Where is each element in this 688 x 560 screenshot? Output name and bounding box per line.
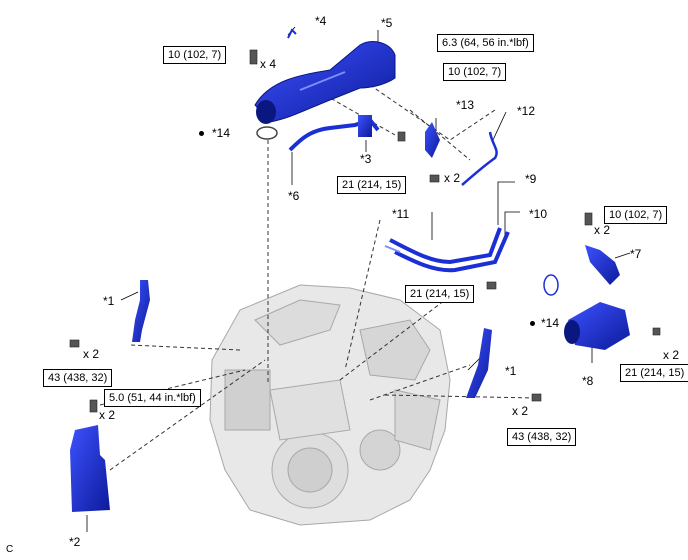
callout-2: *2: [69, 535, 81, 549]
qty-bolt-5: x 2: [663, 348, 680, 362]
callout-1-left: *1: [103, 294, 115, 308]
callout-12: *12: [517, 104, 536, 118]
part-14-oring-upper: [256, 126, 278, 140]
part-13-bracket: [425, 122, 440, 158]
callout-1-right: *1: [505, 364, 517, 378]
bolts: [69, 49, 661, 413]
torque-spec-9: 5.0 (51, 44 in.*lbf): [104, 389, 201, 407]
part-1-bracket-left: [132, 280, 150, 342]
qty-bolt-4: x 2: [83, 347, 100, 361]
callout-3: *3: [360, 152, 372, 166]
qty-bolt-7: x 2: [512, 404, 529, 418]
part-12-pipe: [461, 131, 498, 186]
callout-14-upper: *14: [212, 126, 231, 140]
callout-13: *13: [456, 98, 475, 112]
part-5-air-duct: [254, 41, 396, 124]
torque-spec-7: 21 (214, 15): [620, 364, 688, 382]
qty-bolt-2: x 2: [444, 171, 461, 185]
callout-6: *6: [288, 189, 300, 203]
part-7-hose: [585, 245, 620, 285]
torque-spec-8: 43 (438, 32): [43, 369, 113, 387]
callout-10: *10: [529, 207, 548, 221]
callout-11: *11: [392, 207, 410, 221]
corner-mark: C: [6, 544, 14, 555]
part-9-10-11-pipes: [384, 227, 510, 273]
torque-spec-2: 6.3 (64, 56 in.*lbf): [437, 34, 534, 52]
callout-9: *9: [525, 172, 537, 186]
qty-bolt-6: x 2: [99, 408, 116, 422]
torque-spec-10: 43 (438, 32): [507, 428, 577, 446]
part-1-bracket-right: [466, 328, 492, 398]
callout-4: *4: [315, 14, 327, 28]
callout-14-lower: *14: [541, 316, 560, 330]
callout-5: *5: [381, 16, 393, 30]
engine-assembly: [209, 284, 451, 526]
torque-spec-1: 10 (102, 7): [163, 46, 227, 64]
part-6-hose: [288, 117, 380, 152]
torque-spec-3: 10 (102, 7): [443, 63, 507, 81]
qty-bolt-3: x 2: [594, 223, 611, 237]
callout-7: *7: [630, 247, 642, 261]
part-3-bracket: [358, 115, 372, 137]
torque-spec-4: 21 (214, 15): [337, 176, 407, 194]
torque-spec-5: 21 (214, 15): [405, 285, 475, 303]
part-8-housing: [564, 302, 630, 350]
new-part-marker-upper: [199, 131, 204, 136]
part-2-plate: [70, 425, 110, 512]
part-14-oring-lower: [543, 274, 559, 296]
new-part-marker-lower: [530, 321, 535, 326]
torque-spec-6: 10 (102, 7): [604, 206, 668, 224]
callout-8: *8: [582, 374, 594, 388]
qty-bolt-1: x 4: [260, 57, 277, 71]
part-4-clip: [287, 28, 297, 39]
callout-leaders: [86, 26, 631, 532]
